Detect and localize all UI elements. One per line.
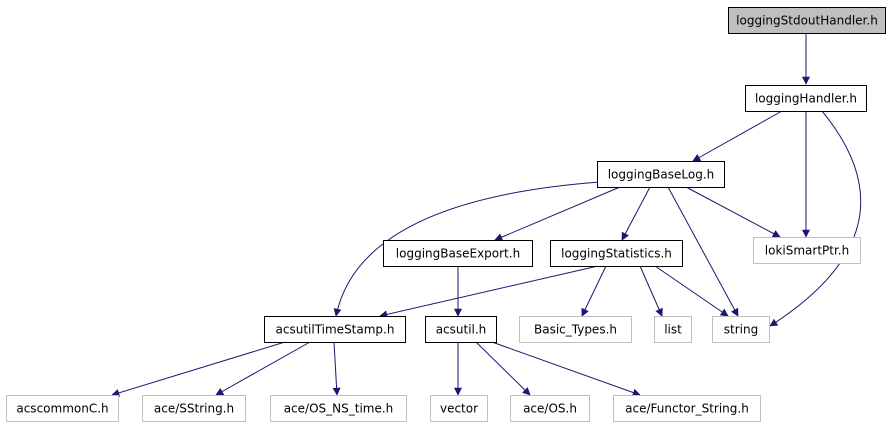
node-loggingBaseExport[interactable]: loggingBaseExport.h — [383, 240, 533, 267]
node-aceOSNSTime-label: ace/OS_NS_time.h — [284, 402, 394, 416]
node-acscommonC: acscommonC.h — [6, 395, 119, 422]
node-lokiSmartPtr-box — [753, 237, 861, 264]
node-loggingHandler-label: loggingHandler.h — [755, 92, 857, 106]
node-loggingBaseLog[interactable]: loggingBaseLog.h — [597, 161, 725, 188]
node-aceOS: ace/OS.h — [510, 395, 590, 422]
edge-loggingStatistics-to-acsutilTimeStamp — [379, 265, 599, 319]
node-acsutilTimeStamp-label: acsutilTimeStamp.h — [276, 323, 395, 337]
node-aceSString: ace/SString.h — [142, 395, 246, 422]
node-loggingStatistics-label: loggingStatistics.h — [561, 247, 672, 261]
node-aceFunctorString: ace/Functor_String.h — [613, 395, 761, 422]
edge-loggingStatistics-to-list — [639, 265, 663, 317]
edge-acsutilTimeStamp-to-acscommonC — [111, 341, 286, 397]
node-aceSString-box — [142, 395, 246, 422]
edge-acsutil-to-aceFunctorString — [491, 341, 641, 397]
node-acscommonC-label: acscommonC.h — [16, 402, 108, 416]
edge-loggingBaseLog-to-loggingBaseExport — [494, 186, 621, 241]
node-acsutilTimeStamp[interactable]: acsutilTimeStamp.h — [264, 316, 406, 343]
node-loggingHandler-box — [745, 85, 867, 112]
node-vector: vector — [430, 395, 488, 422]
edges — [111, 33, 862, 397]
edge-loggingBaseLog-to-acsutilTimeStamp — [333, 181, 601, 317]
edge-acsutilTimeStamp-to-aceOSNSTime — [332, 341, 341, 396]
node-lokiSmartPtr-label: lokiSmartPtr.h — [765, 244, 849, 258]
node-string-label: string — [724, 323, 758, 337]
node-aceFunctorString-box — [613, 395, 761, 422]
node-acsutilTimeStamp-box — [264, 316, 406, 343]
node-acsutil-label: acsutil.h — [436, 323, 487, 337]
node-basicTypes: Basic_Types.h — [519, 316, 632, 343]
edge-acsutilTimeStamp-to-aceSString — [215, 341, 311, 396]
node-list: list — [654, 316, 692, 343]
node-aceSString-label: ace/SString.h — [154, 402, 234, 416]
node-aceOS-label: ace/OS.h — [523, 402, 577, 416]
edge-loggingStatistics-to-basicTypes — [581, 265, 607, 317]
node-loggingStatistics[interactable]: loggingStatistics.h — [550, 240, 683, 267]
node-aceFunctorString-label: ace/Functor_String.h — [625, 402, 749, 416]
node-loggingBaseLog-box — [597, 161, 725, 188]
node-aceOSNSTime-box — [270, 395, 407, 422]
node-loggingHandler[interactable]: loggingHandler.h — [745, 85, 867, 112]
edge-acsutil-to-aceOS — [475, 341, 531, 396]
node-aceOS-box — [510, 395, 590, 422]
node-loggingStatistics-box — [550, 240, 683, 267]
edge-loggingHandler-to-loggingBaseLog — [692, 110, 783, 162]
node-acsutil-box — [425, 316, 497, 343]
edge-loggingHandler-to-string — [769, 110, 862, 327]
node-basicTypes-label: Basic_Types.h — [534, 323, 617, 337]
node-list-box — [654, 316, 692, 343]
edge-loggingBaseLog-to-lokiSmartPtr — [685, 186, 781, 238]
node-aceOSNSTime: ace/OS_NS_time.h — [270, 395, 407, 422]
edge-loggingBaseLog-to-string — [667, 186, 739, 317]
node-loggingBaseExport-label: loggingBaseExport.h — [396, 247, 520, 261]
node-loggingStdoutHandler-label: loggingStdoutHandler.h — [736, 14, 878, 28]
node-acscommonC-box — [6, 395, 119, 422]
node-loggingBaseLog-label: loggingBaseLog.h — [608, 168, 715, 182]
node-list-label: list — [664, 323, 682, 337]
node-loggingStdoutHandler-box — [728, 7, 886, 34]
node-loggingStdoutHandler[interactable]: loggingStdoutHandler.h — [728, 7, 886, 34]
node-vector-label: vector — [440, 402, 478, 416]
node-acsutil[interactable]: acsutil.h — [425, 316, 497, 343]
edge-loggingStatistics-to-string — [654, 265, 729, 317]
node-vector-box — [430, 395, 488, 422]
node-loggingBaseExport-box — [383, 240, 533, 267]
node-lokiSmartPtr: lokiSmartPtr.h — [753, 237, 861, 264]
nodes: loggingStdoutHandler.h loggingHandler.h lo… — [6, 7, 886, 422]
edge-loggingBaseLog-to-loggingStatistics — [621, 186, 651, 241]
node-string: string — [712, 316, 770, 343]
node-string-box — [712, 316, 770, 343]
node-basicTypes-box — [519, 316, 632, 343]
